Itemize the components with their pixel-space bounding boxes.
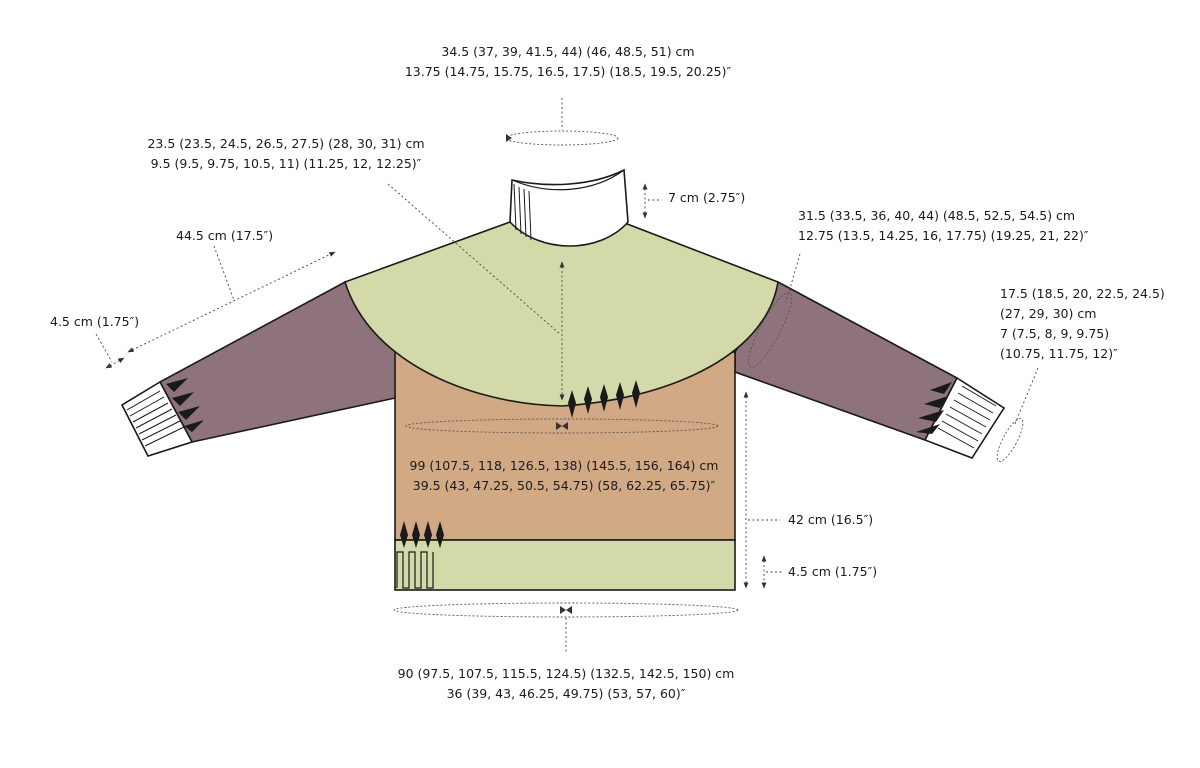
wrist-ellipse (996, 418, 1024, 462)
neck-circumference-ellipse (505, 130, 619, 146)
wrist-label: 17.5 (18.5, 20, 22.5, 24.5) (27, 29, 30)… (1000, 284, 1165, 364)
body-decrease-marks (400, 521, 444, 548)
upper-arm-in: 12.75 (13.5, 14.25, 16, 17.75) (19.25, 2… (798, 228, 1089, 243)
right-cuff (916, 376, 1006, 459)
cuff-length-line (105, 357, 125, 369)
left-cuff (120, 378, 204, 457)
hem-circumference-label: 90 (97.5, 107.5, 115.5, 124.5) (132.5, 1… (366, 664, 766, 704)
wrist-line-3: 7 (7.5, 8, 9, 9.75) (1000, 326, 1110, 341)
upper-arm-label: 31.5 (33.5, 36, 40, 44) (48.5, 52.5, 54.… (798, 206, 1089, 246)
upper-arm-cm: 31.5 (33.5, 36, 40, 44) (48.5, 52.5, 54.… (798, 208, 1076, 223)
chest-cm: 99 (107.5, 118, 126.5, 138) (145.5, 156,… (409, 458, 719, 473)
collar-fold (511, 169, 625, 191)
chest-ellipse (405, 418, 719, 434)
hem-depth-label: 4.5 cm (1.75″) (788, 564, 878, 579)
cuff-decrease-marks-left (166, 378, 204, 432)
hem-ribbing (394, 539, 736, 591)
yoke-depth-label: 23.5 (23.5, 24.5, 26.5, 27.5) (28, 30, 3… (130, 134, 442, 174)
yoke-decrease-marks (568, 380, 640, 418)
wrist-line-2: (27, 29, 30) cm (1000, 306, 1097, 321)
chest-label: 99 (107.5, 118, 126.5, 138) (145.5, 156,… (394, 456, 734, 496)
neck-circumference-in: 13.75 (14.75, 15.75, 16.5, 17.5) (18.5, … (404, 64, 732, 79)
hem-circumference-cm: 90 (97.5, 107.5, 115.5, 124.5) (132.5, 1… (397, 666, 735, 681)
neck-circumference-cm: 34.5 (37, 39, 41.5, 44) (46, 48.5, 51) c… (441, 44, 695, 59)
yoke-depth-cm: 23.5 (23.5, 24.5, 26.5, 27.5) (28, 30, 3… (147, 136, 425, 151)
cuff-length-label: 4.5 cm (1.75″) (50, 314, 140, 329)
upper-arm-ellipse (747, 292, 793, 368)
hem-rib-pattern (396, 551, 434, 589)
wrist-line-4: (10.75, 11.75, 12)″ (1000, 346, 1118, 361)
yoke-depth-in: 9.5 (9.5, 9.75, 10.5, 11) (11.25, 12, 12… (150, 156, 422, 171)
neck-circumference-label: 34.5 (37, 39, 41.5, 44) (46, 48.5, 51) c… (380, 42, 756, 82)
chest-in: 39.5 (43, 47.25, 50.5, 54.75) (58, 62.25… (412, 478, 716, 493)
sleeve-length-label: 44.5 cm (17.5″) (176, 228, 274, 243)
collar (509, 168, 629, 247)
collar-rib-pattern (513, 183, 532, 241)
hem-circumference-ellipse (393, 602, 739, 618)
cuff-decrease-marks-right (916, 382, 952, 434)
wrist-line-1: 17.5 (18.5, 20, 22.5, 24.5) (1000, 286, 1165, 301)
hem-circumference-in: 36 (39, 43, 46.25, 49.75) (53, 57, 60)″ (446, 686, 686, 701)
collar-height-label: 7 cm (2.75″) (668, 190, 746, 205)
body-length-label: 42 cm (16.5″) (788, 512, 874, 527)
